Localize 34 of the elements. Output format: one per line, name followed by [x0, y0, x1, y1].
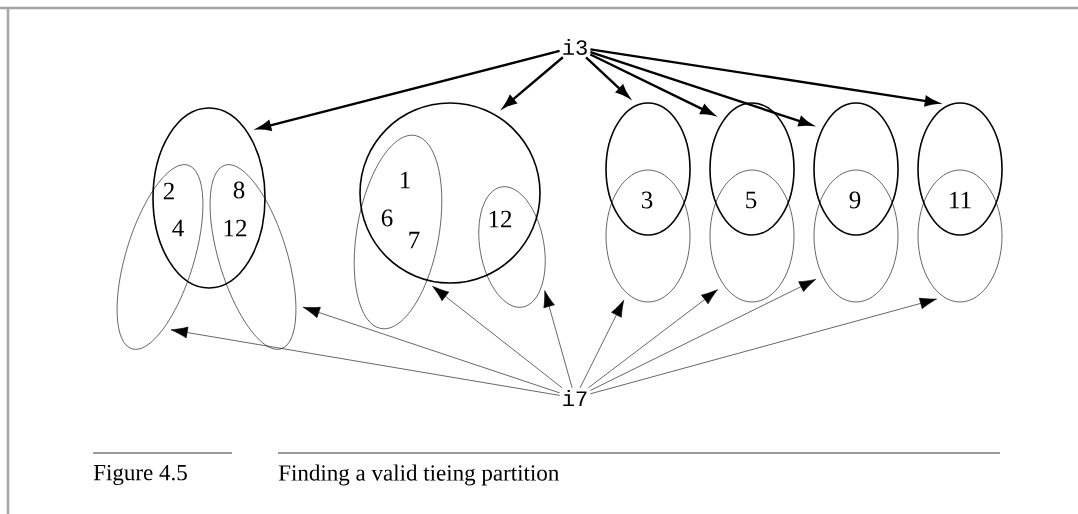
element-number: 9 — [849, 191, 861, 209]
partition-ellipse — [917, 102, 1003, 236]
element-number: 2 — [163, 182, 174, 200]
element-number: 6 — [381, 209, 393, 227]
element-number: 7 — [409, 231, 420, 249]
arrow — [170, 326, 560, 396]
variable-label: i7 — [563, 390, 587, 406]
partition-ellipse — [709, 102, 795, 236]
partition-circle — [359, 102, 541, 284]
arrow — [579, 299, 625, 389]
variable-label: i3 — [563, 38, 587, 56]
set-ellipse — [605, 169, 691, 303]
partition-ellipse — [605, 102, 691, 236]
element-number: 5 — [746, 191, 757, 209]
set-ellipse — [917, 169, 1003, 303]
element-number: 1 — [400, 171, 410, 189]
figure-number: Figure 4.5 — [93, 464, 187, 486]
element-number: 11 — [950, 191, 971, 209]
element-number: 12 — [224, 219, 247, 237]
element-number: 8 — [233, 181, 245, 199]
arrow — [432, 286, 563, 389]
arrow — [590, 297, 937, 395]
arrow — [590, 279, 816, 391]
figure-caption: Finding a valid tieing partition — [278, 464, 559, 486]
arrow — [302, 306, 560, 394]
set-ellipse — [813, 169, 899, 303]
arrow — [588, 289, 719, 389]
arrow — [543, 290, 573, 389]
element-number: 4 — [172, 219, 184, 237]
partition-ellipse — [152, 107, 266, 289]
element-number: 3 — [641, 191, 653, 209]
element-number: 12 — [489, 210, 512, 228]
partition-ellipse — [813, 102, 899, 236]
set-ellipse — [709, 169, 795, 303]
